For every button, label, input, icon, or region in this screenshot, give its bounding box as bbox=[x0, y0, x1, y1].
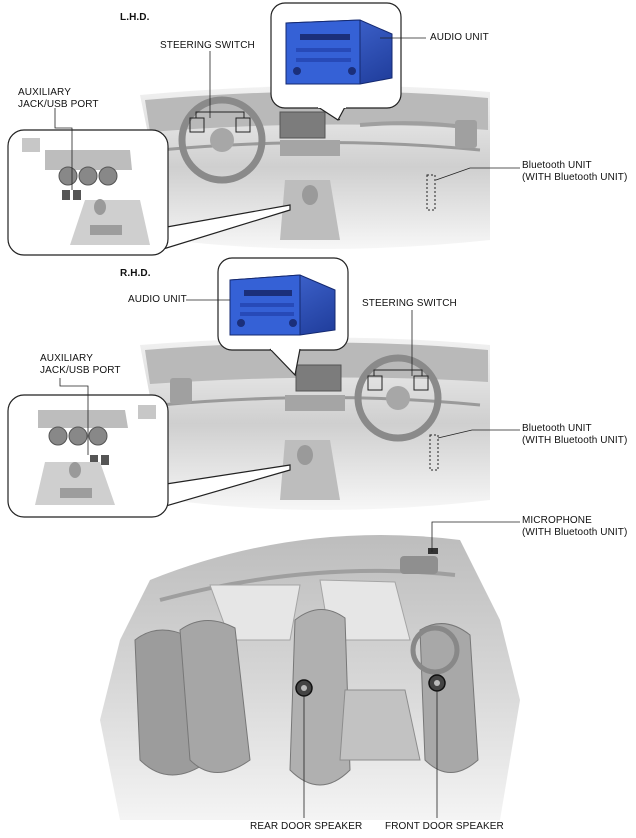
lhd-leader-lines bbox=[54, 37, 520, 190]
rhd-aux-label: AUXILIARY JACK/USB PORT bbox=[40, 353, 121, 377]
lhd-bt-note: (WITH Bluetooth UNIT) bbox=[522, 172, 628, 183]
rhd-title: R.H.D. bbox=[120, 268, 151, 279]
lhd-aux-callout bbox=[7, 129, 291, 256]
rear-door-speaker-label: REAR DOOR SPEAKER bbox=[250, 821, 363, 832]
lhd-audio-unit-label: AUDIO UNIT bbox=[430, 32, 489, 43]
rhd-bt-unit: Bluetooth UNIT bbox=[522, 423, 592, 434]
rhd-audio-unit-image bbox=[229, 274, 336, 336]
rhd-leader-lines bbox=[59, 299, 520, 455]
microphone-label: MICROPHONE (WITH Bluetooth UNIT) bbox=[522, 515, 627, 539]
lhd-bluetooth-label: Bluetooth UNIT (WITH Bluetooth UNIT) bbox=[522, 160, 627, 184]
microphone-text: MICROPHONE bbox=[522, 515, 592, 526]
lhd-bt-unit: Bluetooth UNIT bbox=[522, 160, 592, 171]
lhd-aux-line2: JACK/USB PORT bbox=[18, 99, 99, 110]
rhd-bt-note: (WITH Bluetooth UNIT) bbox=[522, 435, 628, 446]
rhd-audio-unit-label: AUDIO UNIT bbox=[128, 294, 187, 305]
lhd-steering-switch-markers bbox=[189, 111, 251, 133]
rhd-aux-line1: AUXILIARY bbox=[40, 353, 93, 364]
lhd-audio-unit-image bbox=[285, 19, 393, 85]
cabin-leader-lines bbox=[303, 521, 520, 818]
lhd-title: L.H.D. bbox=[120, 12, 150, 23]
rhd-aux-line2: JACK/USB PORT bbox=[40, 365, 121, 376]
rhd-dashboard-illustration bbox=[140, 337, 490, 510]
rhd-steering-switch-markers bbox=[367, 369, 429, 391]
microphone-note: (WITH Bluetooth UNIT) bbox=[522, 527, 628, 538]
rhd-steering-switch-label: STEERING SWITCH bbox=[362, 298, 457, 309]
cabin-illustration bbox=[100, 535, 520, 820]
lhd-aux-label: AUXILIARY JACK/USB PORT bbox=[18, 87, 99, 111]
front-door-speaker-label: FRONT DOOR SPEAKER bbox=[385, 821, 504, 832]
lhd-dashboard-illustration bbox=[140, 85, 490, 249]
rhd-aux-callout bbox=[7, 394, 291, 518]
lhd-aux-line1: AUXILIARY bbox=[18, 87, 71, 98]
rhd-bluetooth-label: Bluetooth UNIT (WITH Bluetooth UNIT) bbox=[522, 423, 627, 447]
lhd-steering-switch-label: STEERING SWITCH bbox=[160, 40, 255, 51]
